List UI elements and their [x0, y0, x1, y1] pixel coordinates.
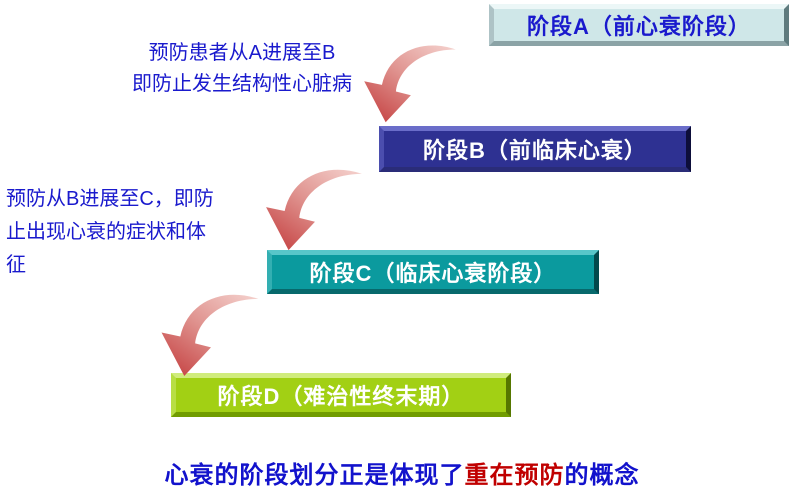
caption-segment: 心衰的阶段划分正是体现了 [164, 462, 465, 489]
annotation-line: 预防从B进展至C，即防 [6, 188, 214, 210]
caption-segment-highlight: 重在预防 [464, 462, 565, 489]
caption-segment: 的概念 [564, 462, 640, 489]
caption: 心衰的阶段划分正是体现了重在预防的概念 [0, 455, 804, 490]
stage-box-b: 阶段B（前临床心衰） [379, 126, 691, 172]
stage-box-c: 阶段C（临床心衰阶段） [267, 250, 599, 294]
stage-label-a: 阶段A（前心衰阶段） [527, 14, 751, 39]
annotation-line: 止出现心衰的症状和体 [6, 221, 206, 243]
annotation-line: 预防患者从A进展至B [148, 42, 336, 64]
annotation-a-to-b: 预防患者从A进展至B 即防止发生结构性心脏病 [98, 38, 386, 100]
stage-label-b: 阶段B（前临床心衰） [423, 138, 647, 163]
stage-label-d: 阶段D（难治性终末期） [217, 384, 465, 409]
stage-box-a: 阶段A（前心衰阶段） [489, 4, 789, 46]
annotation-line: 征 [6, 254, 26, 276]
curved-arrow-c-to-d-icon [161, 294, 259, 377]
stage-box-d: 阶段D（难治性终末期） [171, 373, 511, 417]
annotation-b-to-c: 预防从B进展至C，即防 止出现心衰的症状和体 征 [6, 183, 274, 282]
stage-label-c: 阶段C（临床心衰阶段） [309, 261, 557, 286]
annotation-line: 即防止发生结构性心脏病 [132, 73, 352, 95]
